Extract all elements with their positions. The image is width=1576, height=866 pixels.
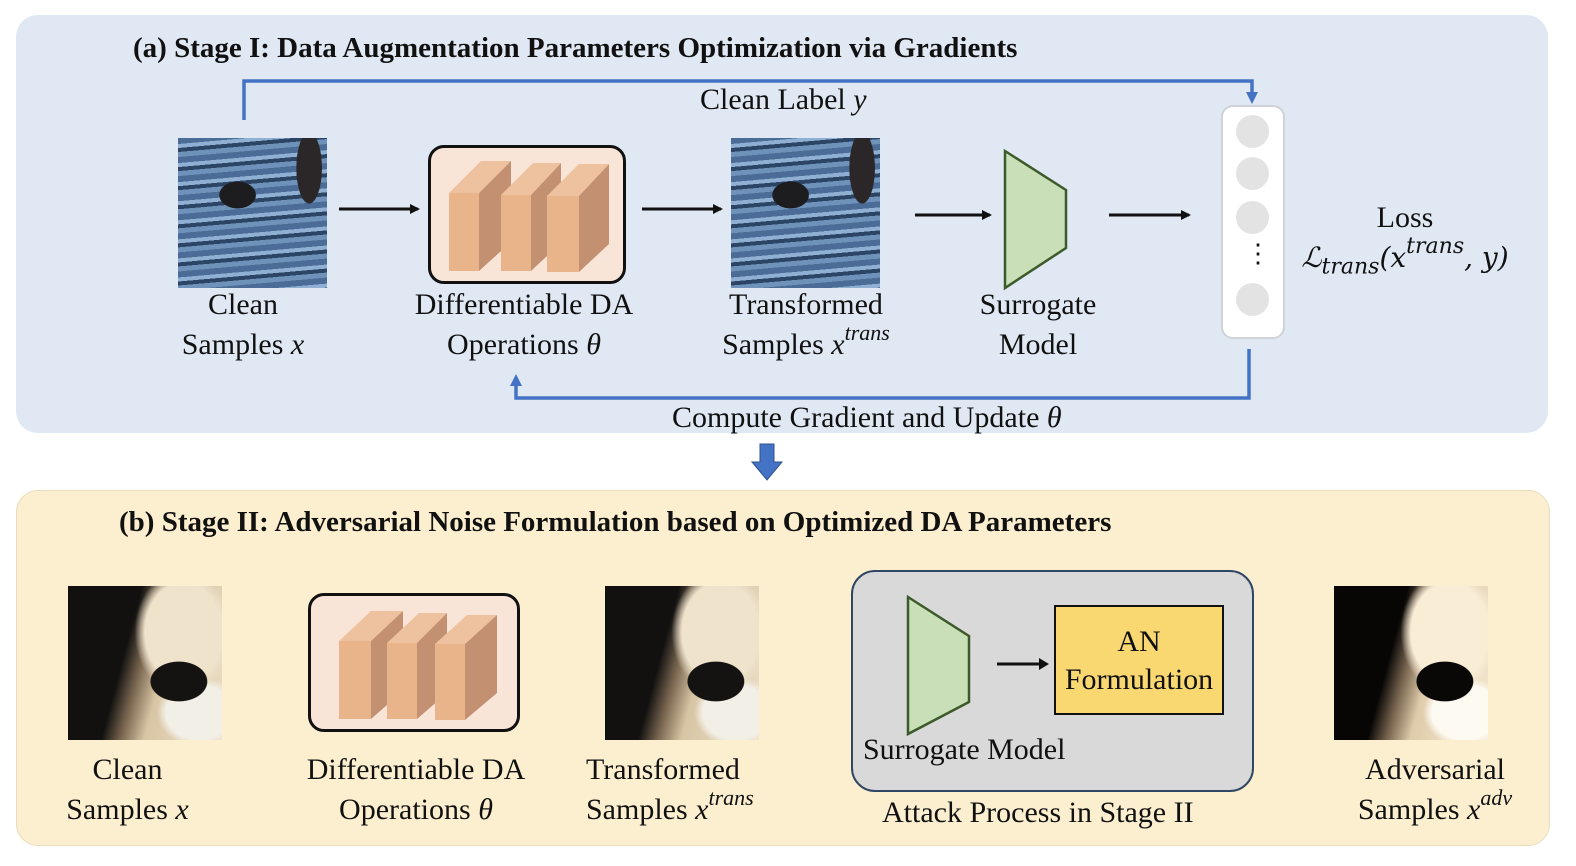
clean-label-text: Clean Label y xyxy=(700,83,867,116)
ellipsis-icon: ⋮ xyxy=(1245,239,1271,268)
adversarial-sample-image xyxy=(1334,586,1488,740)
da-operations-block xyxy=(428,145,626,284)
attack-process-label: Attack Process in Stage II xyxy=(882,796,1194,829)
output-layer: ⋮ xyxy=(1221,105,1285,339)
flow-arrow-icon xyxy=(997,658,1049,670)
stage-transition-arrow xyxy=(750,443,784,481)
da-layers-icon xyxy=(339,611,497,720)
output-node xyxy=(1236,157,1269,190)
gradient-update-label: Compute Gradient and Update θ xyxy=(672,401,1062,434)
output-node xyxy=(1236,201,1269,234)
gradient-update-arrow xyxy=(510,349,1251,400)
surrogate-model-icon xyxy=(1003,148,1068,291)
stage2-title: (b) Stage II: Adversarial Noise Formulat… xyxy=(119,506,1112,538)
transformed-sample-image xyxy=(605,586,759,740)
loss-label: Loss ℒtrans(xtrans, y) xyxy=(1301,201,1509,280)
output-node xyxy=(1236,283,1269,316)
loss-formula: ℒtrans(xtrans, y) xyxy=(1301,234,1509,280)
da-operations-block xyxy=(308,593,520,732)
clean-sample-image xyxy=(178,138,327,288)
surrogate-model-icon xyxy=(906,594,971,737)
transformed-sample-image xyxy=(731,138,880,288)
clean-label-arrow xyxy=(242,79,1258,120)
da-layers-icon xyxy=(449,161,609,272)
stage2-panel xyxy=(16,490,1550,846)
surrogate-model-label: Surrogate Model xyxy=(863,733,1066,766)
stage1-title: (a) Stage I: Data Augmentation Parameter… xyxy=(133,32,1018,64)
clean-sample-image xyxy=(68,586,222,740)
output-node xyxy=(1236,115,1269,148)
